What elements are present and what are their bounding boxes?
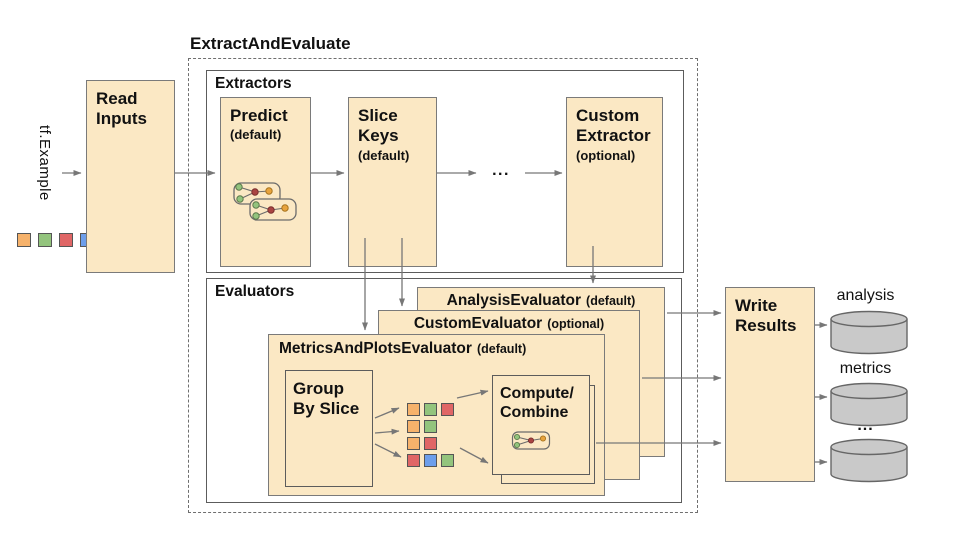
analysis-evaluator-sub: (default)	[586, 294, 636, 308]
write-results-box: Write Results	[725, 287, 815, 482]
slice-keys-box: Slice Keys (default)	[348, 97, 437, 267]
green-square	[38, 233, 52, 247]
custom-evaluator-title: CustomEvaluator	[413, 315, 543, 332]
predict-sub: (default)	[230, 127, 282, 143]
group-by-slice-title: Group By Slice	[293, 379, 360, 419]
custom-evaluator-sub: (optional)	[547, 317, 605, 331]
orange-square	[407, 403, 420, 416]
green-square	[441, 454, 454, 467]
orange-square	[17, 233, 31, 247]
sliced-data-grid	[407, 403, 454, 467]
green-square	[424, 403, 437, 416]
read-inputs-box: Read Inputs	[86, 80, 175, 273]
extract-and-evaluate-container	[188, 58, 698, 513]
group-by-slice-box: Group By Slice	[285, 370, 373, 487]
tf-example-squares	[17, 233, 94, 247]
compute-combine-title: Compute/ Combine	[500, 385, 574, 422]
extract-and-evaluate-title: ExtractAndEvaluate	[190, 34, 351, 53]
metrics-and-plots-evaluator-sub: (default)	[476, 342, 527, 356]
compute-graph-icon	[511, 431, 551, 450]
database-icon-other	[830, 438, 908, 483]
sliced-data-row	[407, 437, 454, 450]
custom-extractor-box: Custom Extractor (optional)	[566, 97, 663, 267]
sliced-data-row	[407, 420, 454, 433]
custom-extractor-sub: (optional)	[576, 147, 636, 163]
sliced-data-row	[407, 403, 454, 416]
orange-square	[407, 437, 420, 450]
sliced-data-row	[407, 454, 454, 467]
analysis-evaluator-title: AnalysisEvaluator	[446, 292, 582, 309]
red-square	[441, 403, 454, 416]
metrics-and-plots-evaluator-title: MetricsAndPlotsEvaluator	[279, 340, 472, 357]
tf-example-label: tf.Example	[36, 125, 53, 201]
model-graph-icon	[233, 182, 297, 221]
orange-square	[407, 420, 420, 433]
extractors-label: Extractors	[215, 75, 292, 92]
extractor-ellipsis: ...	[492, 162, 510, 179]
red-square	[424, 437, 437, 450]
output-analysis-label: analysis	[836, 287, 895, 304]
predict-box: Predict (default)	[220, 97, 311, 267]
blue-square	[424, 454, 437, 467]
red-square	[59, 233, 73, 247]
write-results-title: Write Results	[735, 296, 797, 336]
green-square	[424, 420, 437, 433]
database-icon-analysis	[830, 310, 908, 355]
read-inputs-title: Read Inputs	[96, 89, 147, 129]
slice-keys-sub: (default)	[358, 147, 410, 163]
evaluators-label: Evaluators	[215, 283, 295, 300]
output-metrics-label: metrics	[839, 360, 892, 377]
predict-title: Predict	[230, 106, 288, 125]
red-square	[407, 454, 420, 467]
slice-keys-title: Slice Keys	[358, 106, 399, 146]
database-icon-metrics	[830, 382, 908, 427]
custom-extractor-title: Custom Extractor	[576, 106, 651, 146]
compute-combine-box: Compute/ Combine	[492, 375, 590, 475]
